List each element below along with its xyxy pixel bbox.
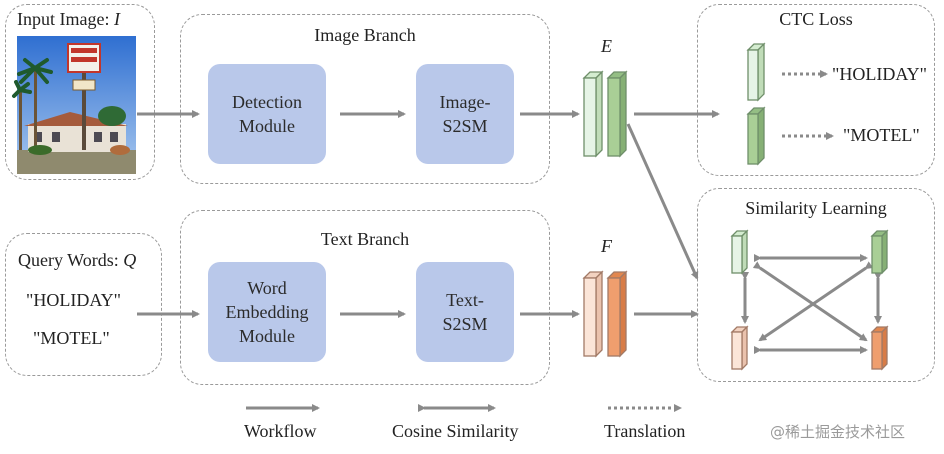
text-feature-blocks [582,270,628,358]
query-word-holiday: "HOLIDAY" [26,290,122,310]
similarity-learning-title: Similarity Learning [745,198,887,218]
text-branch-title: Text Branch [320,229,410,249]
legend-workflow-label: Workflow [244,421,317,441]
image-feature-label: E [601,36,612,56]
arrow-e-to-similarity [626,123,699,280]
detection-module: Detection Module [208,64,326,164]
image-branch-panel [180,14,550,184]
text-s2sm-module: Text- S2SM [416,262,514,362]
legend-cosine-label: Cosine Similarity [392,421,519,441]
image-feature-blocks [582,70,628,158]
similarity-learning-panel [697,188,935,382]
legend-translation-label: Translation [604,421,686,441]
input-image-panel [5,4,155,180]
ctc-output-holiday: "HOLIDAY" [832,64,928,84]
image-branch-title: Image Branch [314,25,416,45]
ctc-loss-title: CTC Loss [779,9,853,29]
query-words-panel [5,233,162,376]
text-feature-label: F [601,236,612,256]
ctc-loss-panel [697,4,935,176]
ctc-output-motel: "MOTEL" [843,125,920,145]
query-words-label: Query Words: Q [18,250,137,270]
text-branch-panel [180,210,550,385]
input-image-label: Input Image: I [17,9,120,29]
watermark: @稀土掘金技术社区 [770,423,906,441]
query-word-motel: "MOTEL" [33,328,110,348]
image-s2sm-module: Image- S2SM [416,64,514,164]
word-embedding-module: Word Embedding Module [208,262,326,362]
